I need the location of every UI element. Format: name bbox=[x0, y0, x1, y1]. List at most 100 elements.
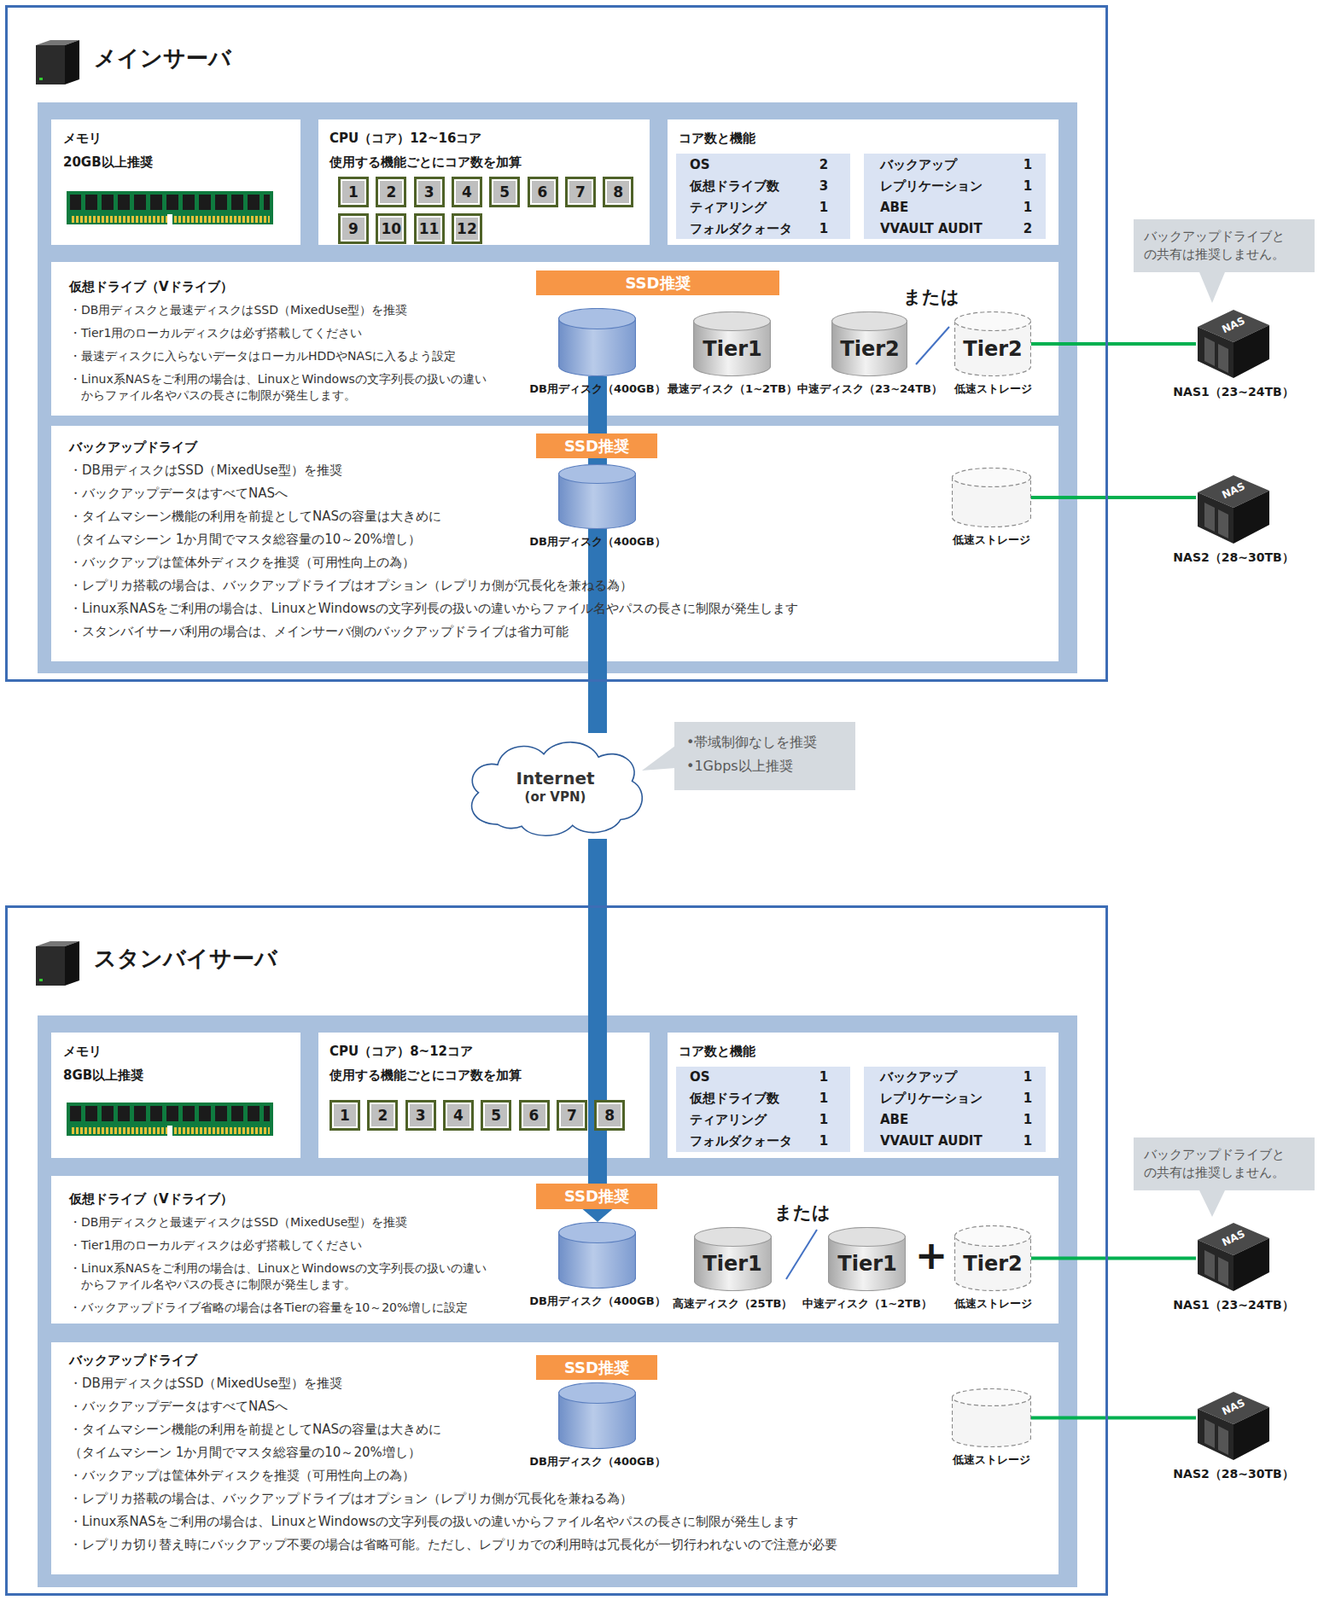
node-heading: 6 bbox=[537, 183, 549, 201]
node-text: 使用する機能ごとにコア数を加算 bbox=[329, 1067, 639, 1085]
shape-part bbox=[318, 119, 650, 245]
cylinder-shape bbox=[951, 1388, 1032, 1448]
node-heading: バックアップドライブと の共有は推奨しません。 bbox=[1143, 1146, 1305, 1183]
core-square: 4 bbox=[443, 1100, 474, 1132]
core-square: 2 bbox=[367, 1100, 398, 1132]
node-heading: 8 bbox=[612, 183, 624, 201]
node-text: ・バックアップデータはすべてNASへ bbox=[69, 1399, 1041, 1416]
node-heading: 5 bbox=[490, 1107, 502, 1125]
node-text: 低速ストレージ bbox=[954, 381, 1033, 397]
node-heading: メモリ bbox=[63, 1043, 289, 1061]
node-heading: 3 bbox=[415, 1107, 426, 1125]
table-cell: 1 bbox=[1023, 178, 1033, 195]
node-heading: 3 bbox=[424, 183, 435, 201]
node-heading: SSD推奨 bbox=[624, 273, 690, 294]
node-heading: SSD推奨 bbox=[564, 1186, 630, 1208]
node-heading: メインサーバ bbox=[93, 45, 1106, 71]
callout-box: バックアップドライブと の共有は推奨しません。 bbox=[1133, 219, 1315, 273]
cylinder-shape bbox=[951, 467, 1032, 528]
node-text: 中速ディスク（1~2TB） bbox=[802, 1296, 933, 1312]
disk-cylinder: Tier1 中速ディスク（1~2TB） bbox=[802, 1227, 933, 1312]
cylinder-shape bbox=[558, 1222, 636, 1289]
server-icon bbox=[35, 40, 80, 85]
shape-part bbox=[676, 153, 851, 240]
node-heading: 1 bbox=[339, 1107, 350, 1125]
node-heading: SSD推奨 bbox=[564, 1358, 630, 1379]
connector-line bbox=[1031, 1257, 1196, 1261]
shape-part bbox=[951, 1389, 1031, 1407]
node-text: ・Linux系NASをご利用の場合は、LinuxとWindowsの文字列長の扱い… bbox=[69, 1514, 1041, 1531]
nas-icon: NASNAS1（23~24TB） bbox=[1172, 1219, 1294, 1313]
memory-box: メモリ20GB以上推奨 bbox=[51, 119, 301, 245]
shape-part bbox=[1218, 344, 1229, 374]
nas-icon: NASNAS2（28~30TB） bbox=[1172, 472, 1294, 566]
shape-part bbox=[1204, 1250, 1215, 1280]
ssd-tag: SSD推奨 bbox=[536, 433, 658, 459]
internet-cloud: Internet(or VPN) bbox=[459, 733, 652, 840]
callout-pointer bbox=[1199, 272, 1225, 304]
node-text: ・DB用ディスクはSSD（MixedUse型）を推奨 bbox=[69, 1376, 1041, 1393]
shape-part bbox=[1204, 502, 1215, 532]
core-square: 7 bbox=[565, 176, 596, 208]
node-text: (or VPN) bbox=[524, 788, 587, 806]
connector-line bbox=[1031, 495, 1196, 500]
node-text: ・DB用ディスクと最速ディスクはSSD（MixedUse型）を推奨 bbox=[69, 1214, 547, 1231]
connector-line bbox=[1031, 1417, 1196, 1421]
shape-part bbox=[51, 1032, 301, 1159]
shape-part bbox=[1204, 1419, 1215, 1449]
node-heading: Tier1 bbox=[802, 1252, 933, 1277]
core-square: 8 bbox=[602, 176, 634, 208]
table-cell: 1 bbox=[819, 221, 829, 238]
connector bbox=[1031, 344, 1196, 345]
node-text: ・Linux系NASをご利用の場合は、LinuxとWindowsの文字列長の扱い… bbox=[69, 600, 1041, 618]
server-panel bbox=[37, 102, 1078, 674]
shape-part bbox=[51, 262, 1059, 416]
node-heading: 低速ストレージ bbox=[951, 1452, 1032, 1468]
core-square: 4 bbox=[451, 176, 483, 208]
shape-part bbox=[863, 1067, 1046, 1153]
node-text: ・バックアップドライブ省略の場合は各Tierの容量を10～20%増しに設定 bbox=[69, 1300, 547, 1317]
callout-box: •帯域制御なしを推奨•1Gbps以上推奨 bbox=[674, 722, 856, 791]
node-heading: 低速ストレージ bbox=[951, 532, 1032, 548]
disk-cylinder: Tier1高速ディスク（25TB） bbox=[672, 1227, 794, 1312]
shape-part bbox=[559, 1383, 636, 1405]
core-square: 5 bbox=[480, 1100, 512, 1132]
connector-line bbox=[1031, 342, 1196, 346]
node-text: 最速ディスク（1~2TB） bbox=[667, 381, 798, 397]
core-square: 8 bbox=[594, 1100, 625, 1132]
core-square: 6 bbox=[519, 1100, 550, 1132]
memory-stick bbox=[66, 191, 274, 225]
shape-part bbox=[1197, 1409, 1234, 1461]
table-cell: バックアップ bbox=[880, 157, 957, 174]
disk-cylinder: Tier2低速ストレージ bbox=[954, 1225, 1033, 1312]
shape-part bbox=[667, 119, 1059, 245]
ssd-tag: SSD推奨 bbox=[536, 1183, 658, 1210]
node-heading: DB用ディスク（400GB） bbox=[529, 534, 665, 549]
node-heading: DB用ディスク（400GB） bbox=[529, 1454, 665, 1470]
cylinder-shape bbox=[558, 1382, 636, 1450]
node-text: NAS1（23~24TB） bbox=[1172, 384, 1294, 400]
table-cell: 1 bbox=[819, 1090, 829, 1108]
disk-cylinder: Tier2低速ストレージ bbox=[954, 311, 1033, 397]
core-square: 9 bbox=[338, 213, 369, 245]
node-heading: 12 bbox=[456, 220, 478, 238]
node-heading: 4 bbox=[461, 183, 473, 201]
node-heading: メモリ bbox=[63, 129, 289, 147]
table-cell: ABE bbox=[880, 1112, 909, 1129]
shape-part bbox=[951, 468, 1031, 488]
node-text: ・Linux系NASをご利用の場合は、LinuxとWindowsの文字列長の扱い… bbox=[69, 371, 547, 404]
node-text: ・バックアップは筐体外ディスクを推奨（可用性向上の為） bbox=[69, 554, 1041, 572]
shape-part bbox=[1233, 325, 1270, 379]
node-heading: 1 bbox=[348, 183, 359, 201]
node-heading: Tier2 bbox=[954, 1252, 1033, 1277]
drive-panel: 仮想ドライブ（Vドライブ）・DB用ディスクと最速ディスクはSSD（MixedUs… bbox=[51, 262, 1059, 416]
table-cell: 2 bbox=[1023, 221, 1033, 238]
shape-part bbox=[832, 312, 908, 332]
table-cell: 1 bbox=[1023, 1069, 1033, 1086]
node-text: NAS2（28~30TB） bbox=[1172, 1467, 1294, 1482]
shape-part bbox=[1218, 1257, 1229, 1287]
or-slash bbox=[786, 1230, 817, 1280]
